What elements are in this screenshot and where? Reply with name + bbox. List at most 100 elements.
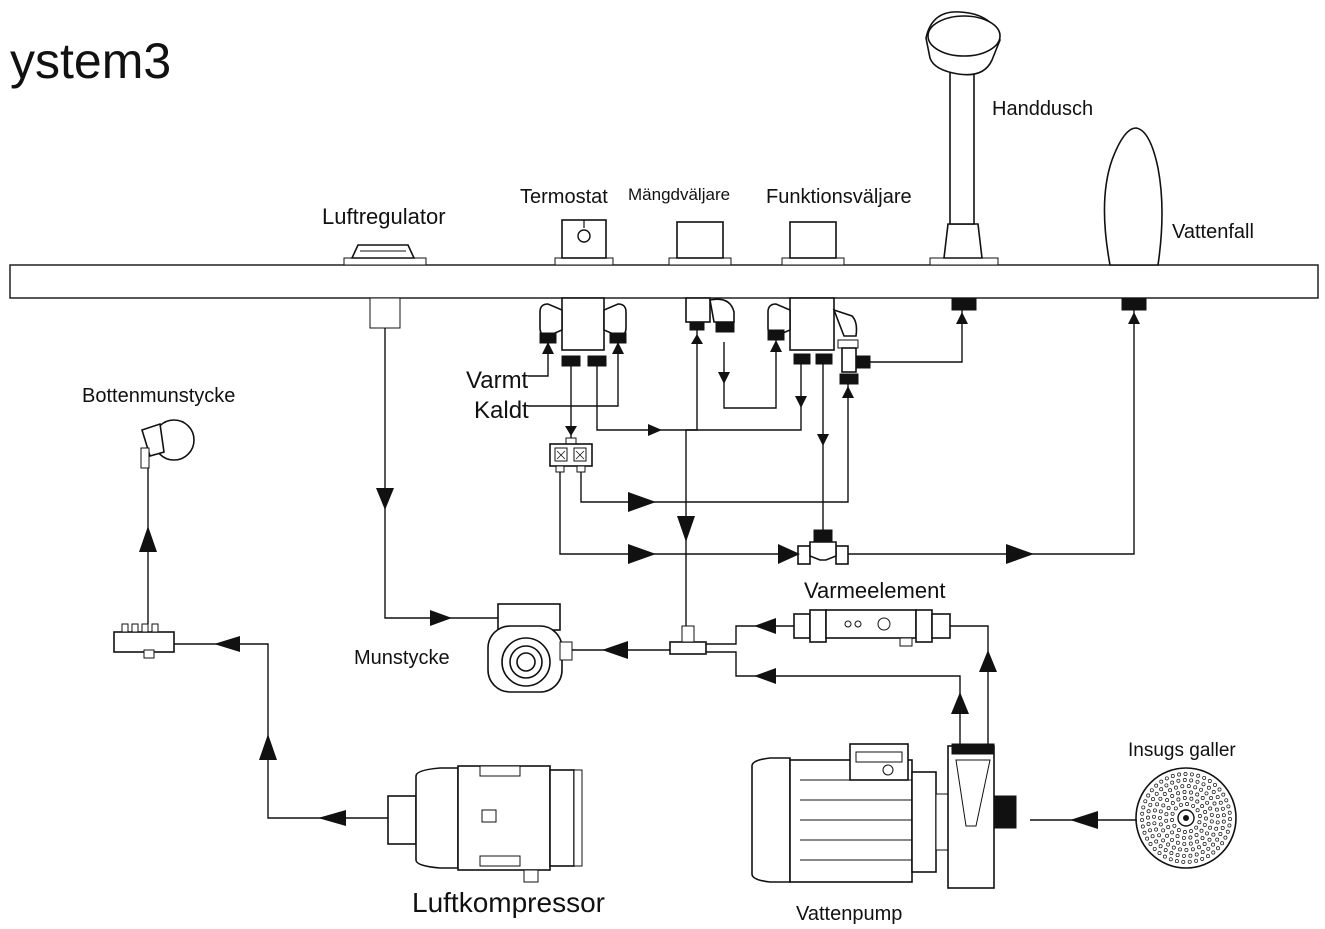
luftregulator-label: Luftregulator bbox=[322, 204, 446, 229]
air-manifold bbox=[114, 624, 174, 658]
grille-hole bbox=[1158, 816, 1161, 819]
grille-hole bbox=[1197, 846, 1200, 849]
grille-hole bbox=[1221, 807, 1224, 810]
grille-hole bbox=[1208, 779, 1211, 782]
luftkompressor-part bbox=[388, 766, 582, 882]
grille-hole bbox=[1171, 801, 1174, 804]
grille-hole bbox=[1205, 792, 1208, 795]
grille-hole bbox=[1153, 847, 1156, 850]
grille-hole bbox=[1153, 809, 1156, 812]
grille-hole bbox=[1159, 823, 1162, 826]
grille-hole bbox=[1228, 824, 1231, 827]
grille-hole bbox=[1162, 829, 1165, 832]
grille-hole bbox=[1196, 793, 1199, 796]
grille-hole bbox=[1209, 826, 1212, 829]
grille-hole bbox=[1194, 786, 1197, 789]
grille-hole bbox=[1183, 790, 1186, 793]
grille-hole bbox=[1216, 814, 1219, 817]
grille-hole bbox=[1186, 802, 1189, 805]
grille-hole bbox=[1222, 814, 1225, 817]
grille-hole bbox=[1204, 810, 1207, 813]
grille-hole bbox=[1197, 774, 1200, 777]
grille-hole bbox=[1162, 804, 1165, 807]
grille-hole bbox=[1152, 815, 1155, 818]
grille-hole bbox=[1200, 788, 1203, 791]
grille-hole bbox=[1141, 812, 1144, 815]
grille-hole bbox=[1165, 819, 1168, 822]
grille-hole bbox=[1182, 836, 1185, 839]
vattenpump-part bbox=[752, 744, 1016, 888]
vattenfall-label: Vattenfall bbox=[1172, 221, 1254, 243]
funktionsvaljare-part bbox=[782, 222, 844, 265]
grille-hole bbox=[1155, 792, 1158, 795]
grille-hole bbox=[1144, 800, 1147, 803]
grille-hole bbox=[1228, 811, 1231, 814]
grille-hole bbox=[1195, 826, 1198, 829]
grille-hole bbox=[1147, 794, 1150, 797]
grille-hole bbox=[1182, 860, 1185, 863]
grille-hole bbox=[1143, 831, 1146, 834]
grille-hole bbox=[1213, 802, 1216, 805]
grille-hole bbox=[1216, 796, 1219, 799]
grille-hole bbox=[1212, 833, 1215, 836]
grille-hole bbox=[1195, 840, 1198, 843]
grille-hole bbox=[1164, 849, 1167, 852]
grille-hole bbox=[1183, 778, 1186, 781]
grille-hole bbox=[1196, 809, 1199, 812]
funktionsvaljare-valve-body bbox=[768, 298, 870, 384]
grille-hole bbox=[1179, 803, 1182, 806]
grille-hole bbox=[1169, 858, 1172, 861]
grille-hole bbox=[1146, 837, 1149, 840]
bottenmunstycke-part bbox=[141, 420, 194, 468]
grille-hole bbox=[1170, 838, 1173, 841]
grille-hole bbox=[1189, 791, 1192, 794]
grille-hole bbox=[1176, 835, 1179, 838]
grille-hole bbox=[1165, 813, 1168, 816]
grille-hole bbox=[1226, 830, 1229, 833]
grille-hole bbox=[1171, 781, 1174, 784]
handdusch-label: Handdusch bbox=[992, 98, 1093, 120]
grille-hole bbox=[1185, 848, 1188, 851]
grille-hole bbox=[1177, 779, 1180, 782]
splitter-part bbox=[550, 438, 592, 472]
grille-hole bbox=[1189, 830, 1192, 833]
mangdvaljare-part bbox=[669, 222, 731, 265]
grille-hole bbox=[1174, 807, 1177, 810]
grille-hole bbox=[1177, 792, 1180, 795]
grille-hole bbox=[1159, 845, 1162, 848]
grille-hole bbox=[1172, 846, 1175, 849]
grille-hole bbox=[1171, 831, 1174, 834]
grille-hole bbox=[1160, 788, 1163, 791]
mangdvaljare-valve-body bbox=[686, 298, 734, 332]
munstycke-part bbox=[488, 604, 572, 692]
grille-hole bbox=[1204, 817, 1207, 820]
mangdvaljare-label: Mängdväljare bbox=[628, 185, 730, 204]
vattenpump-label: Vattenpump bbox=[796, 903, 902, 925]
grille-hole bbox=[1158, 834, 1161, 837]
grille-hole bbox=[1147, 810, 1150, 813]
grille-hole bbox=[1151, 835, 1154, 838]
grille-hole bbox=[1225, 799, 1228, 802]
grille-hole bbox=[1190, 797, 1193, 800]
grille-hole bbox=[1200, 829, 1203, 832]
grille-hole bbox=[1165, 777, 1168, 780]
grille-hole bbox=[1155, 840, 1158, 843]
grille-hole bbox=[1171, 818, 1174, 821]
grille-hole bbox=[1176, 841, 1179, 844]
grille-hole bbox=[1178, 773, 1181, 776]
grille-hole bbox=[1209, 807, 1212, 810]
grille-hole bbox=[1189, 854, 1192, 857]
vattenfall-part bbox=[1104, 128, 1162, 265]
grille-hole bbox=[1202, 783, 1205, 786]
grille-hole bbox=[1151, 798, 1154, 801]
luftkompressor-label: Luftkompressor bbox=[412, 887, 605, 918]
grille-hole bbox=[1191, 848, 1194, 851]
grille-hole bbox=[1148, 829, 1151, 832]
grille-hole bbox=[1178, 848, 1181, 851]
grille-hole bbox=[1166, 799, 1169, 802]
handdusch-outlet bbox=[952, 298, 976, 310]
grille-hole bbox=[1176, 854, 1179, 857]
grille-hole bbox=[1212, 851, 1215, 854]
grille-hole bbox=[1160, 780, 1163, 783]
grille-hole bbox=[1210, 813, 1213, 816]
